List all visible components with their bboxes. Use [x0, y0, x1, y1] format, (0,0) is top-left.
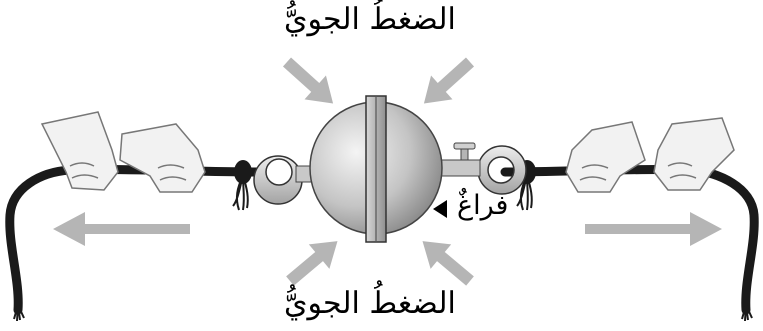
hand-left-outer	[42, 112, 118, 190]
rope-left	[10, 169, 258, 310]
pull-arrow-right	[585, 212, 722, 246]
rope-frayed-end-left	[14, 176, 248, 321]
air-pressure-label-bottom: الضغطُ الجويُّ	[284, 286, 456, 321]
pressure-arrow-bottom-right	[412, 229, 480, 293]
pressure-arrow-top-right	[413, 50, 480, 115]
hand-left-inner	[120, 124, 205, 192]
vacuum-label: فراغٌ	[457, 190, 508, 221]
rope-right	[505, 169, 754, 310]
pressure-arrow-top-left	[276, 50, 343, 115]
pull-arrow-left	[53, 212, 190, 246]
air-pressure-label-top: الضغطُ الجويُّ	[284, 2, 456, 37]
rope-frayed-end-right	[517, 176, 752, 321]
hand-right-inner	[566, 122, 645, 192]
rope-knot-left	[234, 160, 252, 184]
ring-left	[254, 156, 314, 204]
sphere-magdeburg-hemispheres	[310, 96, 442, 242]
triangle-pointer-icon	[433, 200, 447, 218]
pressure-arrow-bottom-left	[280, 229, 348, 293]
